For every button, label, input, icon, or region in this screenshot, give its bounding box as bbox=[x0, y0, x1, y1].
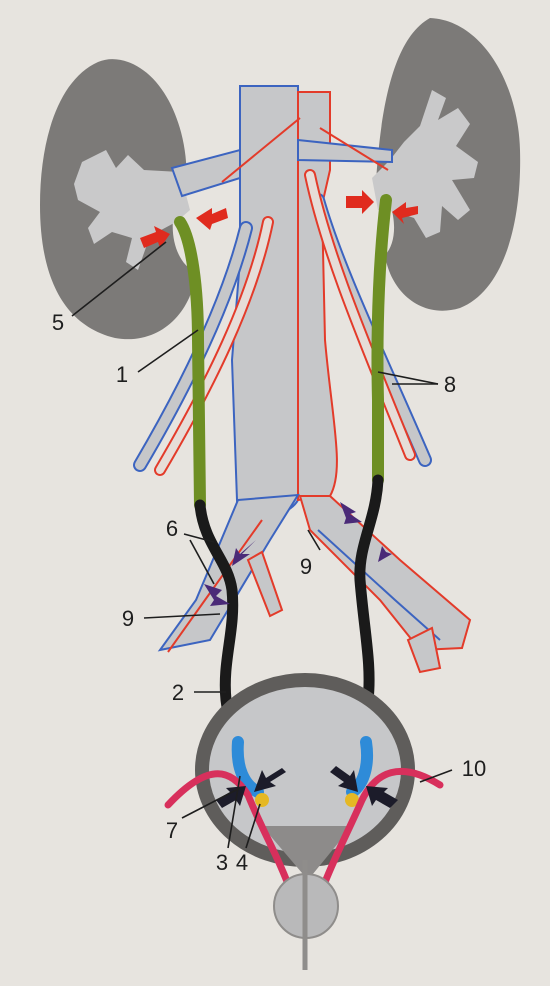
label-6: 6 bbox=[166, 516, 178, 541]
label-7: 7 bbox=[166, 818, 178, 843]
label-3: 3 bbox=[216, 850, 228, 875]
label-9-lower: 9 bbox=[122, 606, 134, 631]
label-4: 4 bbox=[236, 850, 248, 875]
label-9-upper: 9 bbox=[300, 554, 312, 579]
left-ureteric-orifice bbox=[255, 793, 269, 807]
label-10: 10 bbox=[462, 756, 486, 781]
label-2: 2 bbox=[172, 680, 184, 705]
label-8: 8 bbox=[444, 372, 456, 397]
label-5: 5 bbox=[52, 310, 64, 335]
label-1: 1 bbox=[116, 362, 128, 387]
